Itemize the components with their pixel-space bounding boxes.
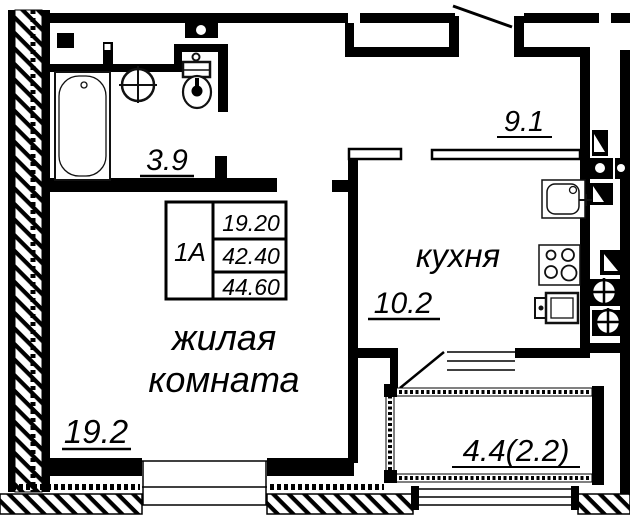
room-labels: 3.9 9.1 кухня 10.2 жилая комната 19.2 4.… <box>62 106 580 468</box>
kitchen-name-label: кухня <box>416 237 500 274</box>
kitchen-window-icon <box>447 351 515 371</box>
bottom-walls <box>0 458 630 515</box>
living-room-name-line1: жилая <box>170 317 276 358</box>
top-walls <box>48 13 630 505</box>
living-room-area-label: 19.2 <box>64 413 128 450</box>
entrance-door-swing-icon <box>452 4 513 29</box>
living-room-name-line2: комната <box>148 359 299 400</box>
stamp-value-total: 44.60 <box>222 274 280 300</box>
gas-riser-icon <box>592 308 628 336</box>
bathroom-area-label: 3.9 <box>146 144 188 177</box>
gas-riser-icon <box>588 278 624 306</box>
balcony-area-label: 4.4(2.2) <box>463 433 570 468</box>
water-heater-icon <box>534 291 580 325</box>
balcony-parapet <box>384 384 604 485</box>
hallway-area-label: 9.1 <box>504 106 544 138</box>
column <box>57 33 74 48</box>
toilet-icon <box>181 52 213 110</box>
vent-box-icon <box>185 22 218 38</box>
living-room-window-icon <box>142 460 267 506</box>
bathroom-walls <box>50 33 277 192</box>
stamp-unit-label: 1А <box>174 237 206 267</box>
kitchen-area-label: 10.2 <box>374 287 433 320</box>
left-outer-wall <box>8 9 50 493</box>
washbasin-icon <box>119 66 157 103</box>
vent-duct-icon <box>590 130 630 275</box>
stamp-value-living: 42.40 <box>222 243 280 269</box>
balcony-door-swing-icon <box>399 351 445 389</box>
stamp-value-room: 19.20 <box>222 210 280 236</box>
kitchen-sink-icon <box>541 179 592 219</box>
stove-icon <box>538 244 581 286</box>
balcony-glazing-icon <box>411 486 579 510</box>
area-stamp-table: 1А 19.20 42.40 44.60 <box>164 200 288 301</box>
bathtub-icon <box>54 71 111 181</box>
